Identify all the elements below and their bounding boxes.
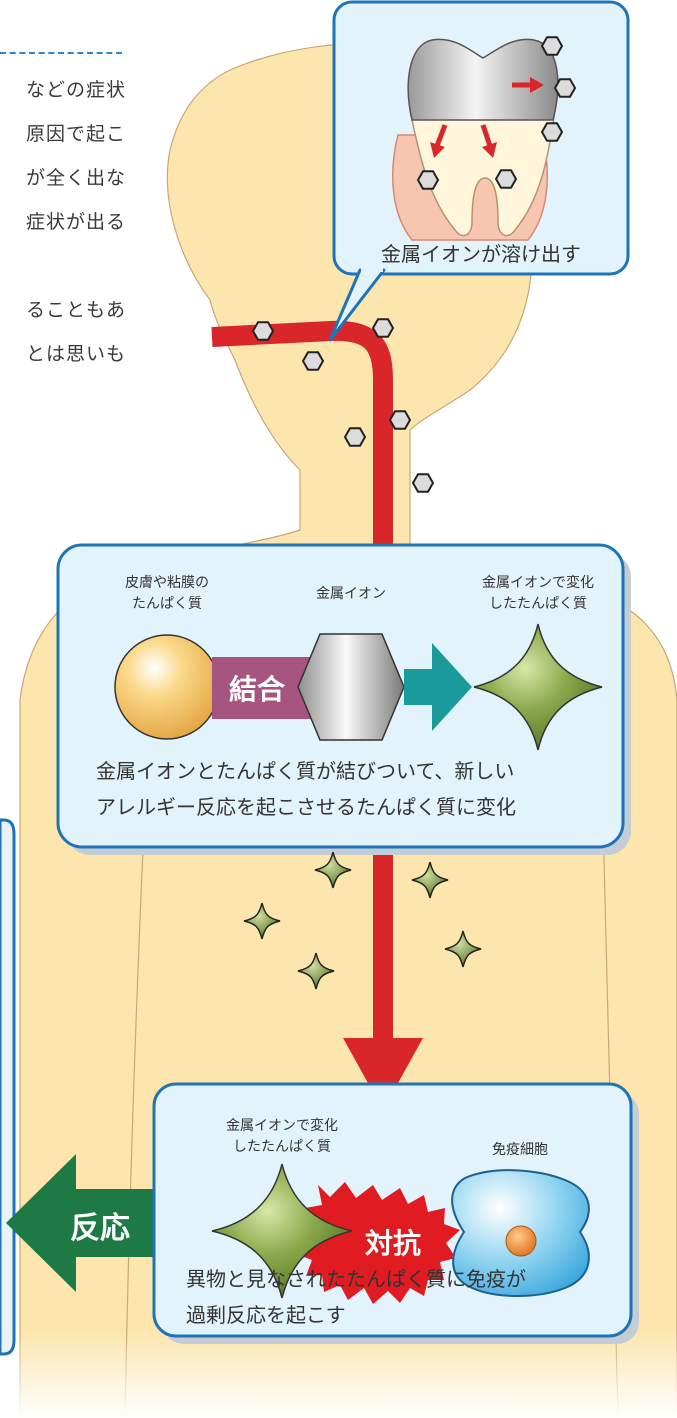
cell-nucleus-icon <box>506 1226 536 1256</box>
ion-icon <box>390 411 410 428</box>
changed-protein-label: 金属イオンで変化 したたんぱく質 <box>196 1116 368 1158</box>
intro-text-fragment: が全く出な <box>26 163 126 190</box>
intro-text-fragment: 原因で起こ <box>26 119 126 146</box>
metal-ion-hexagon-icon <box>298 634 404 740</box>
metal-ion-label: 金属イオン <box>290 584 412 605</box>
ion-icon <box>555 79 575 96</box>
left-sidebar-frame <box>0 820 14 1354</box>
dashed-divider <box>0 52 122 54</box>
ion-icon <box>345 428 365 445</box>
changed-protein-label: 金属イオンで変化 したたんぱく質 <box>452 573 624 615</box>
intro-text-fragment: 症状が出る <box>26 207 126 234</box>
ion-icon <box>542 37 562 54</box>
binding-caption: 金属イオンとたんぱく質が結びついて、新しい アレルギー反応を起こさせるたんぱく質… <box>96 753 516 825</box>
ion-icon <box>542 123 562 140</box>
intro-text-fragment: とは思いも <box>26 339 126 366</box>
ion-icon <box>496 170 516 187</box>
ion-icon <box>373 319 393 336</box>
protein-sphere-icon <box>115 635 219 739</box>
immune-cell-label: 免疫細胞 <box>470 1140 570 1161</box>
ion-icon <box>303 352 323 369</box>
bond-label: 結合 <box>212 668 302 708</box>
protein-label: 皮膚や粘膜の たんぱく質 <box>100 573 234 615</box>
ion-icon <box>413 474 433 491</box>
intro-text-fragment: などの症状 <box>26 75 126 102</box>
intro-text-fragment: ることもあ <box>26 295 126 322</box>
tooth-caption: 金属イオンが溶け出す <box>334 238 628 267</box>
reaction-label: 反応 <box>40 1203 160 1247</box>
ion-icon <box>418 171 438 188</box>
immune-caption: 異物と見なされたたんぱく質に免疫が 過剰反応を起こす <box>186 1261 526 1333</box>
conflict-label: 対抗 <box>338 1222 448 1262</box>
ion-icon <box>253 322 273 339</box>
